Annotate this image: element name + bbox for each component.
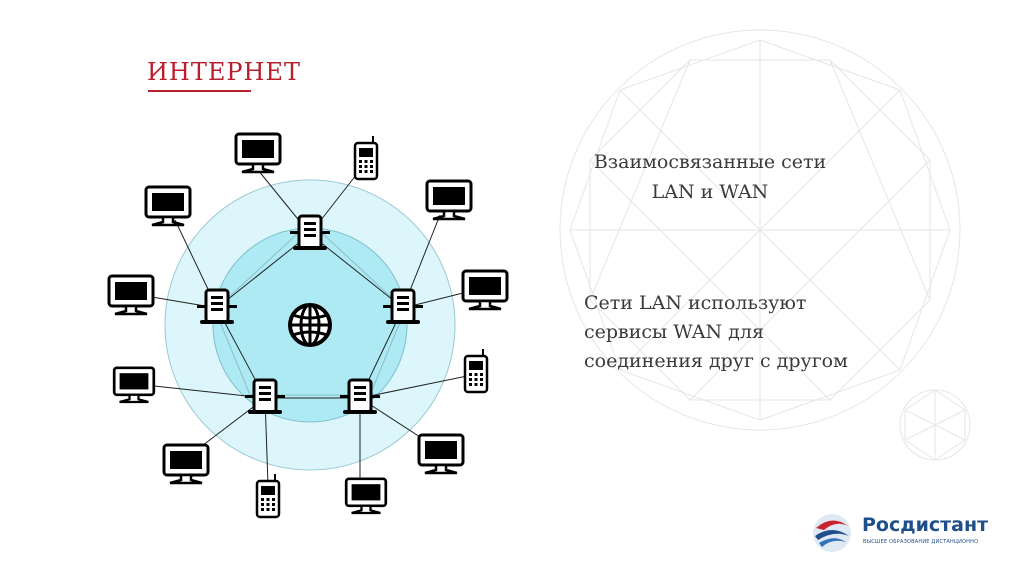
globe-icon [288,303,332,347]
text-line: LAN и WAN [651,181,769,203]
desktop-monitor-icon [162,443,210,485]
logo-swirl-icon [813,514,851,552]
desktop-monitor-icon [107,274,155,316]
desktop-monitor-icon [417,433,465,475]
title-underline [148,90,251,92]
text-block-networks: Взаимосвязанные сети LAN и WAN [545,147,875,207]
mobile-phone-icon [463,347,489,394]
text-line: Взаимосвязанные сети [593,151,827,173]
desktop-monitor-icon [344,477,388,515]
mobile-phone-icon [255,472,281,519]
desktop-monitor-icon [144,185,192,227]
slide-title: ИНТЕРНЕТ [147,58,301,86]
logo-tagline: ВЫСШЕЕ ОБРАЗОВАНИЕ ДИСТАНЦИОННО [863,539,979,545]
text-block-lan-wan: Сети LAN используют сервисы WAN для соед… [584,289,914,376]
mobile-phone-icon [353,134,379,181]
desktop-monitor-icon [112,366,156,404]
desktop-monitor-icon [234,132,282,174]
rosdistant-logo: Росдистант ВЫСШЕЕ ОБРАЗОВАНИЕ ДИСТАНЦИОН… [810,510,1000,560]
text-line: сервисы WAN для [584,321,764,343]
desktop-monitor-icon [425,179,473,221]
desktop-monitor-icon [461,269,509,311]
logo-name: Росдистант [862,514,989,536]
text-line: соединения друг с другом [584,350,848,372]
text-line: Сети LAN используют [584,292,807,314]
